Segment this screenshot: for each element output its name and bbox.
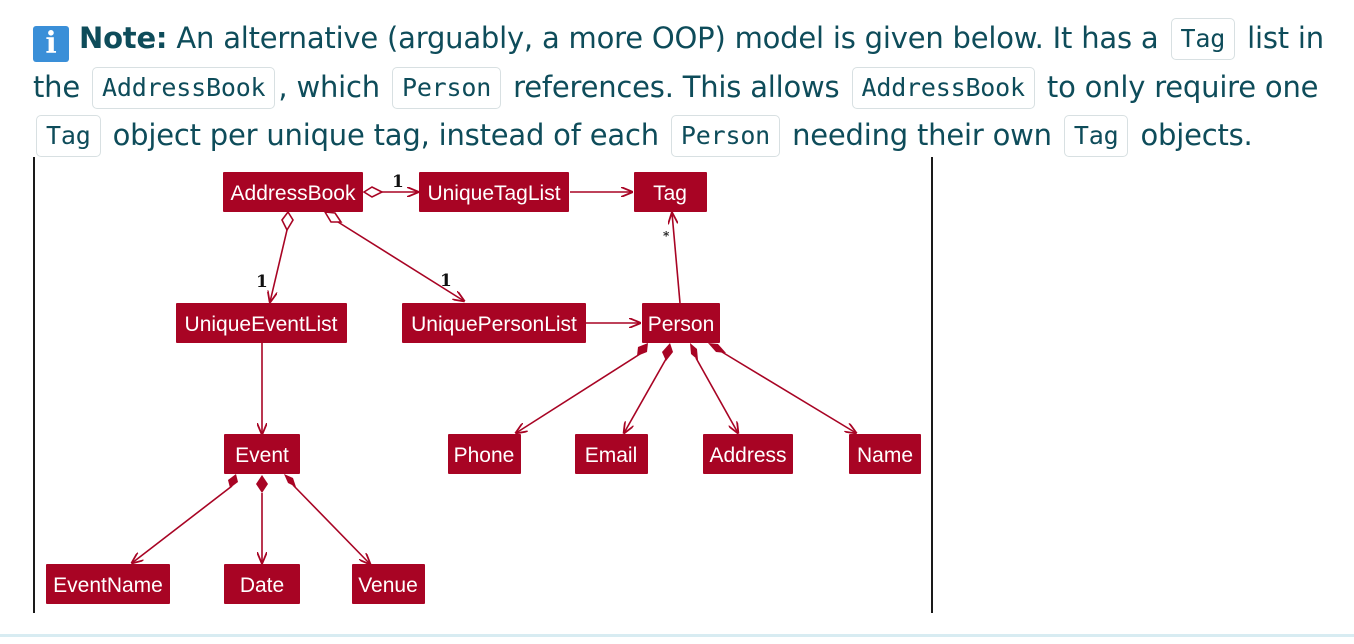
edge-addressbook-uniquepersonlist-diamond	[323, 211, 343, 223]
node-label: Venue	[358, 574, 418, 597]
node-venue: Venue	[352, 564, 425, 604]
edge-event-venue	[292, 484, 370, 564]
node-uniquepersonlist: UniquePersonList	[402, 303, 586, 343]
code-person: Person	[391, 66, 502, 109]
edge-event-eventname	[132, 485, 233, 563]
mult-person-tag: *	[663, 229, 670, 243]
code-tag: Tag	[1063, 115, 1129, 157]
node-phone: Phone	[448, 434, 521, 474]
bottom-divider	[0, 634, 1354, 637]
note-text: to only require one	[1046, 69, 1319, 104]
edge-person-email-diamond	[662, 343, 673, 361]
node-addressbook: AddressBook	[223, 172, 363, 212]
code-addressbook: AddressBook	[92, 66, 276, 109]
note-text: needing their own	[792, 118, 1052, 152]
code-person: Person	[670, 115, 781, 157]
node-label: Event	[235, 444, 289, 467]
diagram-frame	[33, 157, 933, 613]
mult-addressbook-uniquepersonlist: 1	[440, 271, 452, 291]
node-label: Phone	[454, 444, 515, 467]
mult-addressbook-uniquetaglist: 1	[392, 172, 404, 192]
note-text: An alternative (arguably, a more OOP) mo…	[176, 21, 1159, 55]
edge-addressbook-uniquepersonlist	[337, 221, 464, 301]
edge-event-eventname-diamond	[228, 474, 238, 488]
node-name: Name	[849, 434, 921, 474]
code-addressbook: AddressBook	[851, 66, 1035, 109]
edge-person-phone	[516, 353, 641, 433]
edges	[132, 186, 856, 564]
node-label: EventName	[53, 574, 163, 597]
edge-addressbook-uniqueeventlist-diamond	[281, 210, 294, 232]
node-label: UniquePersonList	[411, 313, 577, 336]
edge-person-name-diamond	[708, 343, 726, 353]
note-paragraph: i Note: An alternative (arguably, a more …	[33, 14, 1333, 160]
node-label: Person	[648, 313, 715, 336]
note-text: object per unique tag, instead of each	[112, 118, 659, 152]
edge-person-tag	[672, 213, 681, 304]
note-text: references. This allows	[513, 69, 840, 104]
code-tag: Tag	[1170, 18, 1236, 60]
edge-addressbook-uniquetaglist	[362, 186, 384, 198]
node-uniquetaglist: UniqueTagList	[419, 172, 569, 212]
edge-addressbook-uniqueeventlist	[270, 229, 288, 302]
mult-addressbook-uniqueeventlist: 1	[256, 272, 268, 292]
note-text: list in the	[33, 21, 1324, 104]
edge-person-address-diamond	[690, 343, 698, 360]
node-label: UniqueEventList	[185, 313, 338, 336]
node-label: Tag	[653, 182, 687, 205]
node-eventname: EventName	[46, 564, 170, 604]
code-tag: Tag	[36, 115, 101, 157]
edge-person-phone-diamond	[637, 343, 648, 356]
node-label: AddressBook	[231, 182, 356, 205]
node-label: UniqueTagList	[427, 182, 560, 205]
info-icon: i	[33, 26, 69, 62]
note-text: objects.	[1140, 118, 1253, 152]
node-label: Name	[857, 444, 913, 467]
node-label: Email	[585, 444, 638, 467]
node-address: Address	[703, 434, 793, 474]
edge-event-date-diamond	[256, 475, 268, 493]
edge-person-email	[624, 358, 667, 433]
node-person: Person	[642, 303, 720, 343]
node-tag: Tag	[634, 172, 707, 212]
node-event: Event	[224, 434, 300, 474]
node-email: Email	[575, 434, 648, 474]
edge-event-venue-diamond	[284, 474, 296, 487]
node-uniqueeventlist: UniqueEventList	[176, 303, 347, 343]
edge-person-name	[721, 351, 856, 433]
node-label: Date	[240, 574, 284, 597]
note-label: Note:	[79, 21, 168, 55]
node-date: Date	[224, 564, 300, 604]
note-text: , which	[278, 69, 380, 104]
edge-person-address	[695, 357, 738, 433]
node-label: Address	[709, 444, 786, 467]
